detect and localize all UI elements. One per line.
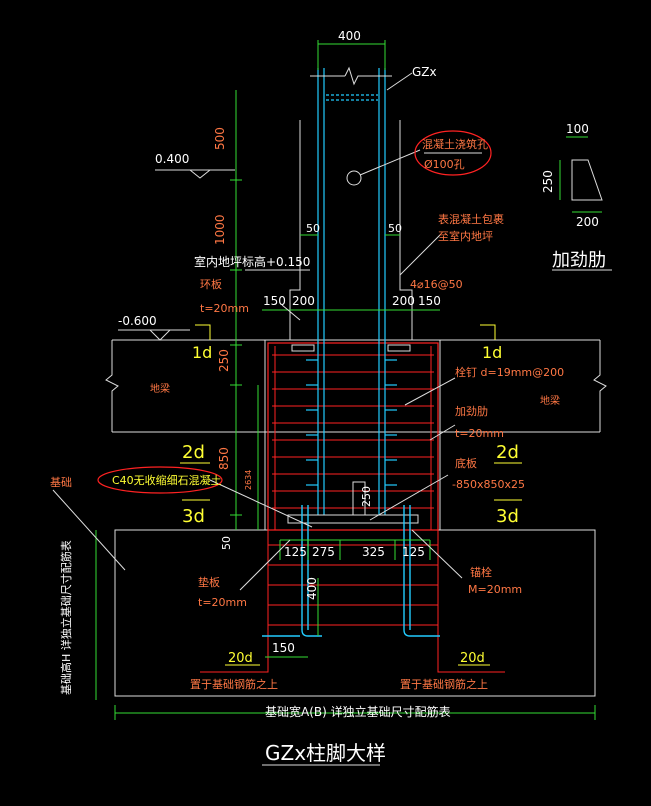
dim-150-left: 150	[263, 294, 286, 308]
dim-2634: 2634	[244, 470, 253, 490]
beam-break-left	[105, 340, 119, 432]
rib-shape	[571, 159, 603, 201]
stiffener-label: 加劲肋	[455, 404, 488, 418]
dim-150-right: 150	[418, 294, 441, 308]
drawing-title: GZx柱脚大样	[265, 741, 386, 765]
beam-label-right: 地梁	[540, 394, 560, 407]
beam-break-right	[593, 340, 607, 432]
stiffener-thickness: t=20mm	[455, 427, 504, 440]
dim-275: 275	[312, 545, 335, 559]
ring-plate-label: 环板	[200, 277, 222, 291]
anchor-bolts	[262, 505, 440, 637]
pad-plate-thickness: t=20mm	[198, 596, 247, 609]
leader-lines	[52, 72, 463, 591]
dim-200-left: 200	[292, 294, 315, 308]
ring-plate-left	[291, 344, 315, 352]
dim-1000: 1000	[213, 214, 227, 245]
ring-plate-right	[387, 344, 411, 352]
dim-325: 325	[362, 545, 385, 559]
above-rebar-right: 置于基础钢筋之上	[400, 677, 488, 691]
rib-dims	[559, 136, 602, 213]
rib-bottom-dim: 200	[576, 215, 599, 229]
dim-125-b: 125	[402, 545, 425, 559]
steel-column	[317, 68, 386, 515]
foundation-block	[114, 529, 596, 697]
stiffener-center	[352, 481, 366, 516]
encasement-outline	[264, 120, 441, 530]
d-markers	[180, 324, 522, 666]
top-width-dim: 400	[338, 29, 361, 43]
three-d-right: 3d	[496, 506, 519, 527]
dim-400-vertical: 400	[305, 577, 319, 600]
dim-50-left: 50	[306, 222, 320, 235]
hole-callout-ellipse	[414, 130, 492, 176]
above-rebar-left: 置于基础钢筋之上	[190, 677, 278, 691]
twenty-d-right: 20d	[460, 651, 485, 666]
rib-side-dim: 250	[541, 170, 555, 193]
bottom-note: 基础宽A(B) 详独立基础尺寸配筋表	[265, 704, 451, 719]
one-d-right: 1d	[482, 343, 502, 362]
dim-250-small: 250	[360, 486, 373, 507]
rib-top-dim: 100	[566, 122, 589, 136]
pad-plate-label: 垫板	[198, 575, 220, 589]
dim-lines	[95, 40, 596, 720]
hole-label-2: Ø100孔	[424, 158, 465, 171]
foundation-label: 基础	[50, 476, 72, 489]
one-d-left: 1d	[192, 343, 212, 362]
foundation-height-note: 基础高H 详独立基础尺寸配筋表	[59, 540, 73, 695]
twenty-d-left: 20d	[228, 651, 253, 666]
dim-500: 500	[213, 127, 227, 150]
two-d-left: 2d	[182, 442, 205, 463]
base-plate-label: 底板	[455, 456, 477, 470]
pedestal-outline	[267, 342, 439, 531]
pour-hole	[346, 170, 362, 186]
grout-label: C40无收缩细石混凝土	[112, 473, 222, 487]
base-plate-size: -850x850x25	[452, 478, 525, 491]
three-d-left: 3d	[182, 506, 205, 527]
wrap-label-1: 表混凝土包裹	[438, 212, 504, 226]
dim-250: 250	[217, 349, 231, 372]
two-d-right: 2d	[496, 442, 519, 463]
dim-50-right: 50	[388, 222, 402, 235]
studs	[306, 359, 397, 486]
bar-spec: 4⌀16@50	[410, 278, 463, 291]
dim-200-right: 200	[392, 294, 415, 308]
dim-150-bottom: 150	[272, 641, 295, 655]
elevation-neg0600: -0.600	[118, 314, 157, 328]
anchor-label: 锚栓	[470, 565, 492, 579]
hole-label-1: 混凝土浇筑孔	[422, 137, 488, 151]
anchor-size: M=20mm	[468, 583, 522, 596]
column-break	[310, 66, 392, 86]
beam-label-left: 地梁	[150, 382, 170, 395]
ring-plate-thickness: t=20mm	[200, 302, 249, 315]
stud-label: 栓钉 d=19mm@200	[455, 365, 564, 379]
pedestal-vertical-bars	[274, 346, 432, 530]
column-tag: GZx	[412, 65, 437, 79]
dim-850: 850	[217, 447, 231, 470]
grout-callout-ellipse	[97, 466, 223, 494]
wrap-label-2: 至室内地坪	[438, 229, 493, 243]
elevation-0400: 0.400	[155, 152, 189, 166]
rib-title: 加劲肋	[552, 250, 606, 271]
dim-125-a: 125	[284, 545, 307, 559]
floor-elevation: 室内地坪标高+0.150	[194, 254, 310, 269]
dim-50-bottom: 50	[220, 536, 233, 550]
